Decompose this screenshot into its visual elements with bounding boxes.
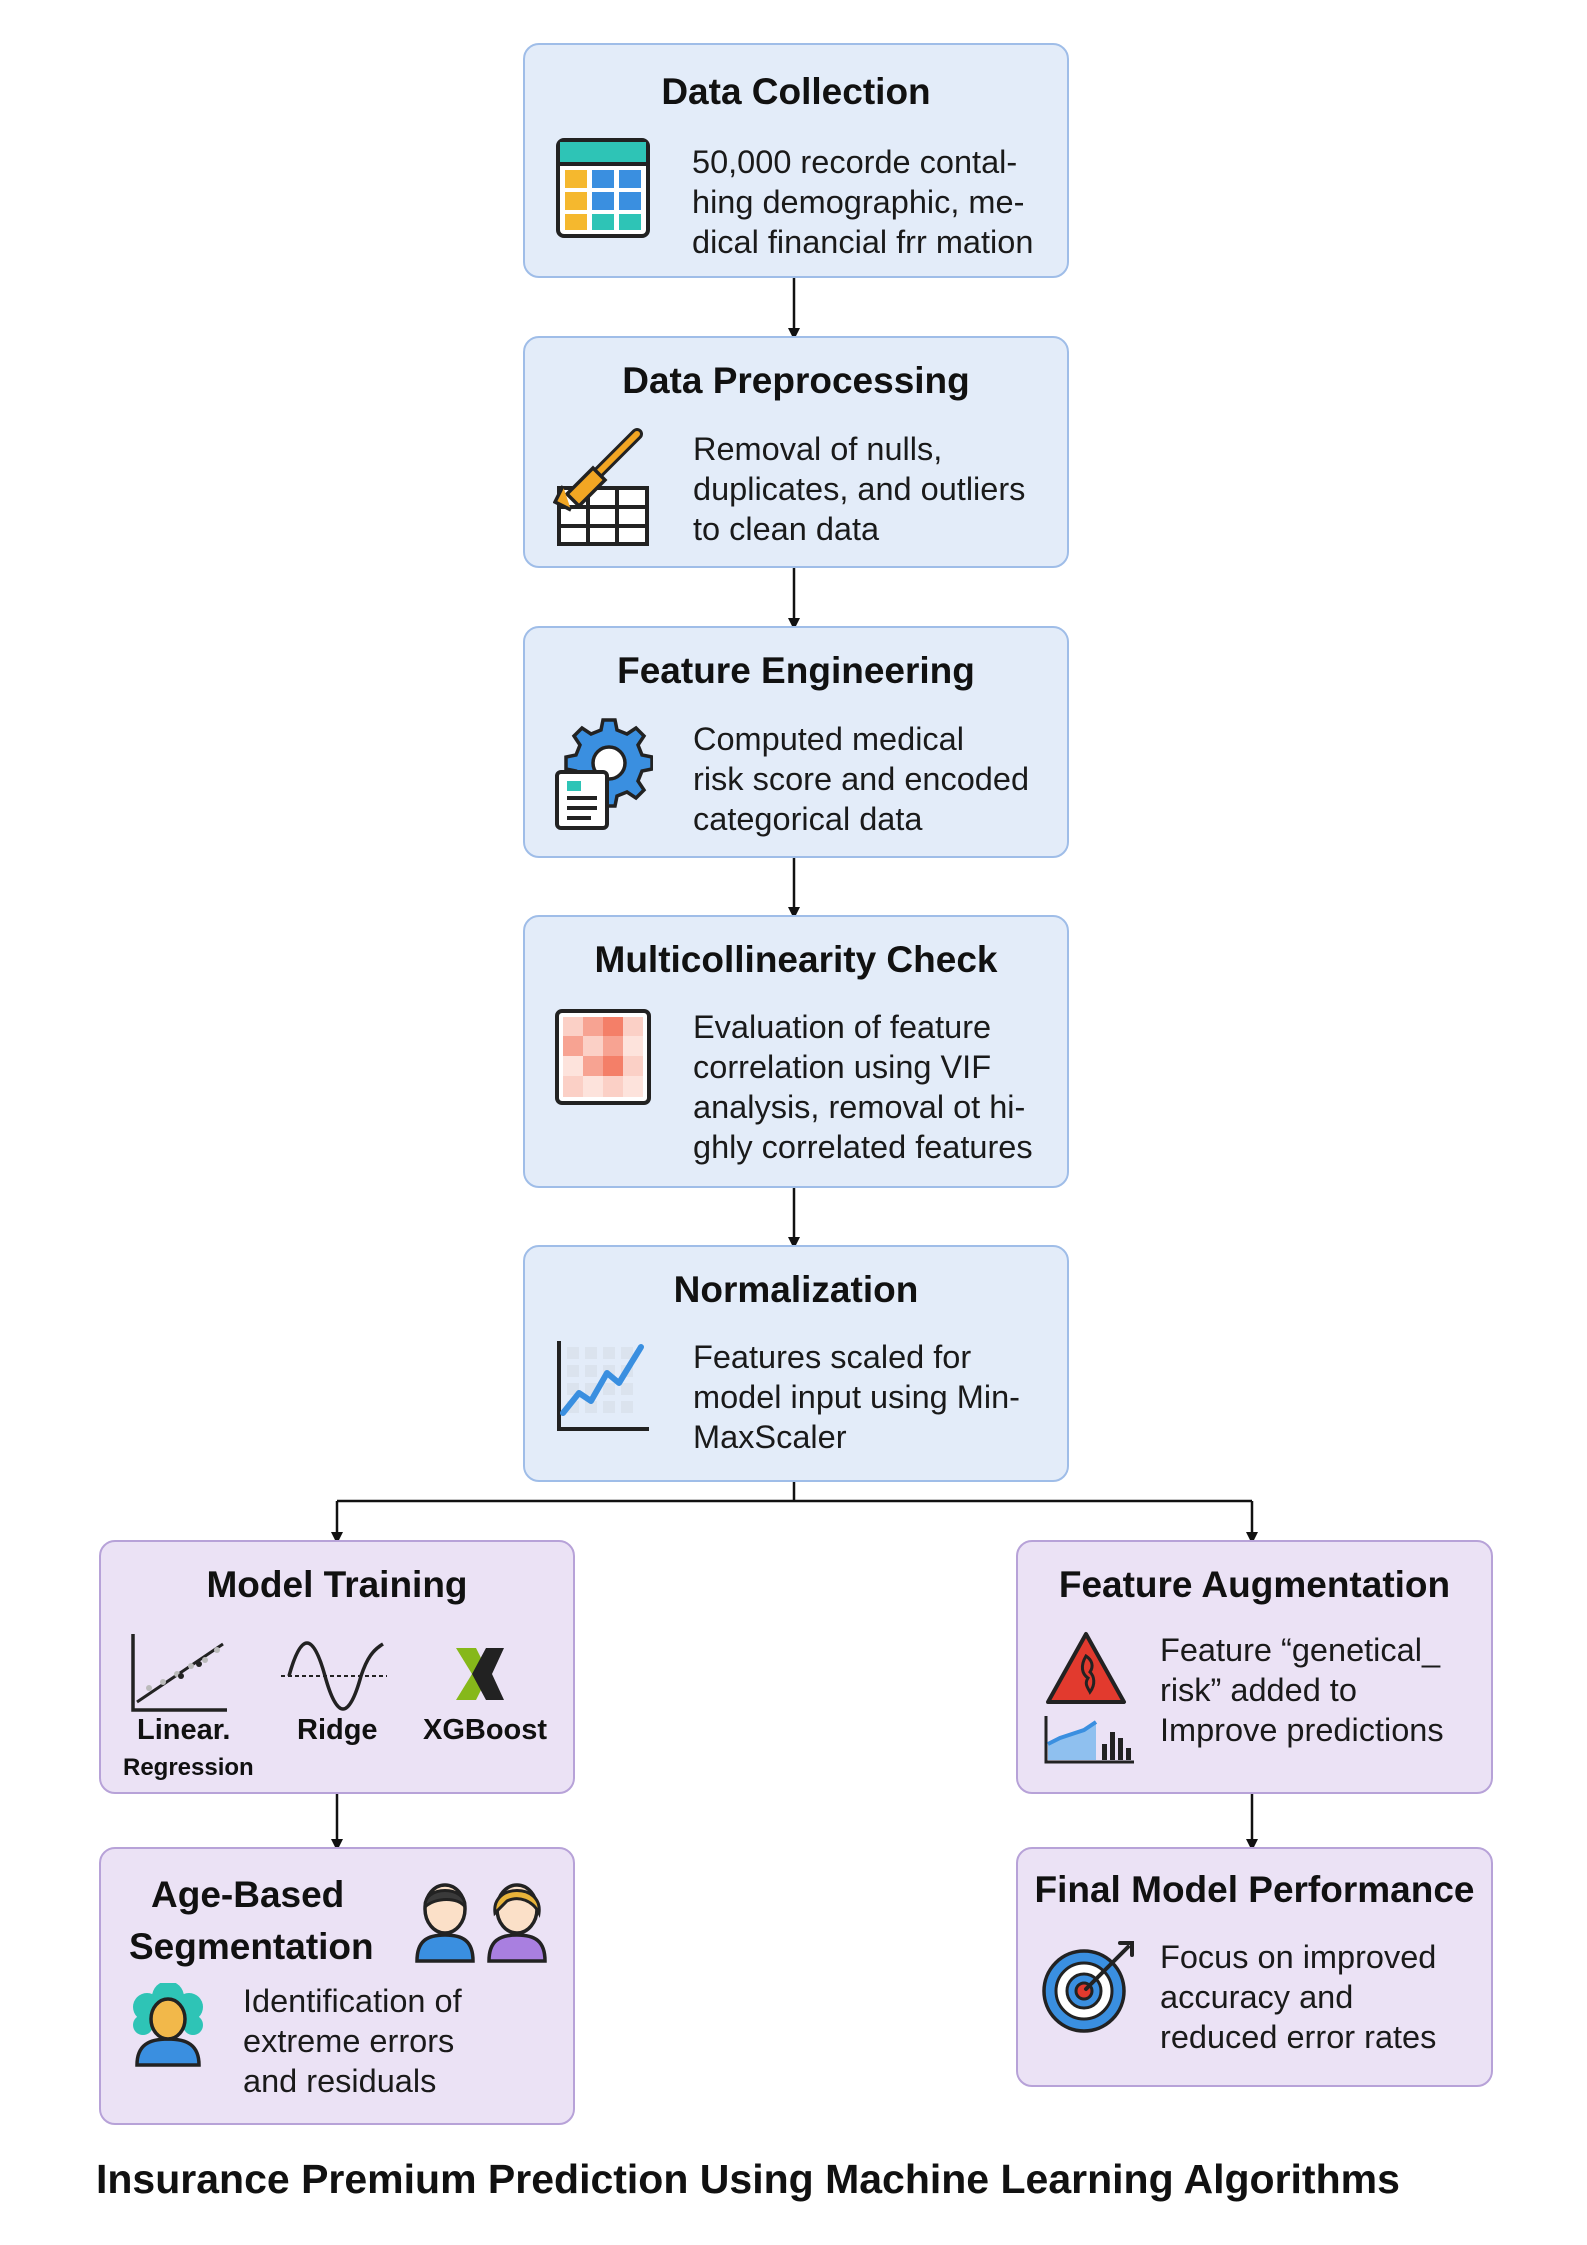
- model-training-step: Model Training Linear. Regression Ridge …: [99, 1540, 575, 1794]
- area-chart-icon: [1044, 1716, 1134, 1764]
- ridge-label: Ridge: [297, 1714, 378, 1746]
- step-description: Feature “genetical_ risk” added to Impro…: [1160, 1632, 1444, 1748]
- table-icon: [556, 138, 650, 238]
- xgboost-label: XGBoost: [423, 1714, 548, 1746]
- step-description: Focus on improved accuracy and reduced e…: [1160, 1939, 1437, 2055]
- gear-document-icon: [555, 718, 653, 830]
- step-title: Data Collection: [661, 71, 931, 112]
- data-collection-step: Data Collection 50,000 recorde contal- h…: [523, 43, 1069, 278]
- broom-grid-icon: [553, 428, 649, 546]
- step-description: Features scaled for model input using Mi…: [693, 1339, 1020, 1455]
- person-icon: [133, 1983, 203, 2067]
- warning-triangle-icon: [1046, 1632, 1126, 1704]
- age-based-segmentation-step: Age-Based Segmentation Identification of…: [99, 1847, 575, 2125]
- multicollinearity-check-step: Multicollinearity Check Evaluation of fe…: [523, 915, 1069, 1188]
- step-title: Multicollinearity Check: [594, 939, 998, 980]
- feature-augmentation-step: Feature Augmentation Feature “genetical_…: [1016, 1540, 1493, 1794]
- linear-regression-sublabel: Regression: [123, 1754, 254, 1781]
- step-title: Age-Based Segmentation: [129, 1874, 374, 1967]
- line-chart-icon: [557, 1341, 649, 1431]
- final-model-performance-step: Final Model Performance Focus on improve…: [1016, 1847, 1493, 2087]
- step-description: Computed medical risk score and encoded …: [693, 721, 1030, 837]
- target-icon: [1042, 1941, 1134, 2033]
- step-title: Feature Engineering: [617, 650, 975, 691]
- feature-engineering-step: Feature Engineering Computed medical ris…: [523, 626, 1069, 858]
- step-title: Final Model Performance: [1034, 1869, 1475, 1910]
- two-people-icon: [415, 1883, 547, 1963]
- step-description: Identification of extreme errors and res…: [243, 1983, 462, 2099]
- linear-regression-label: Linear.: [137, 1714, 231, 1746]
- normalization-step: Normalization Features scaled for model …: [523, 1245, 1069, 1482]
- step-description: 50,000 recorde contal- hing demographic,…: [692, 144, 1034, 260]
- sine-wave-icon: [281, 1641, 387, 1711]
- arrow-normalization-branch: [337, 1481, 1252, 1503]
- diagram-caption: Insurance Premium Prediction Using Machi…: [96, 2156, 1400, 2202]
- step-title: Data Preprocessing: [622, 360, 970, 401]
- step-description: Evaluation of feature correlation using …: [693, 1009, 1033, 1165]
- step-title: Normalization: [673, 1269, 919, 1310]
- heatmap-icon: [555, 1009, 651, 1105]
- step-title: Feature Augmentation: [1058, 1564, 1451, 1605]
- data-preprocessing-step: Data Preprocessing Removal of nulls, dup…: [523, 336, 1069, 568]
- xgboost-logo-icon: [456, 1648, 504, 1700]
- regression-plot-icon: [131, 1634, 227, 1712]
- step-description: Removal of nulls, duplicates, and outlie…: [693, 431, 1026, 547]
- step-title: Model Training: [206, 1564, 468, 1605]
